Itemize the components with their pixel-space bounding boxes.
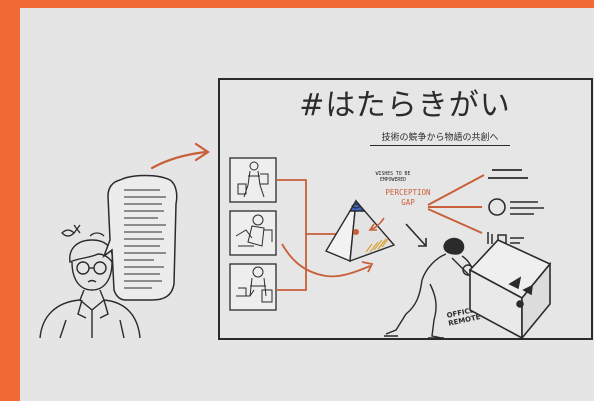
pushing-person-icon	[384, 237, 475, 339]
text-lines-icon	[488, 169, 528, 179]
perception-gap-label-line1: PERCEPTION	[385, 188, 431, 197]
box-icon	[468, 239, 552, 341]
perception-gap-label: PERCEPTION GAP	[378, 188, 438, 210]
frame-left-bar	[0, 0, 20, 401]
circle-list-icon	[488, 198, 544, 216]
down-arrow-icon	[405, 223, 427, 247]
traveler-panel-icon	[229, 157, 277, 203]
worker-panel-icon	[229, 210, 277, 256]
panel-connector-lines	[276, 179, 374, 291]
wishes-note: WISHES TO BE EMPOWERED	[375, 172, 411, 183]
fan-lines	[427, 174, 485, 234]
speech-bubble-icon	[102, 174, 178, 301]
page-title: #はたらきがい	[299, 88, 511, 123]
arrow-icon	[150, 142, 210, 170]
thought-doodles-icon	[61, 224, 105, 237]
chart-list-icon	[487, 232, 524, 244]
office-panel-icon	[229, 263, 277, 311]
frame-top-bar	[0, 0, 594, 8]
gap-arrow-icon	[368, 217, 385, 231]
thinking-person-icon	[39, 239, 141, 339]
page-subtitle: 技術の競争から物語の共創へ	[370, 131, 510, 146]
pyramid-point-icon	[353, 229, 359, 235]
eye-icon	[351, 203, 361, 209]
pyramid-icon	[324, 199, 396, 263]
speech-bubble-text-lines	[124, 189, 166, 289]
perception-gap-label-line2: GAP	[401, 198, 415, 207]
